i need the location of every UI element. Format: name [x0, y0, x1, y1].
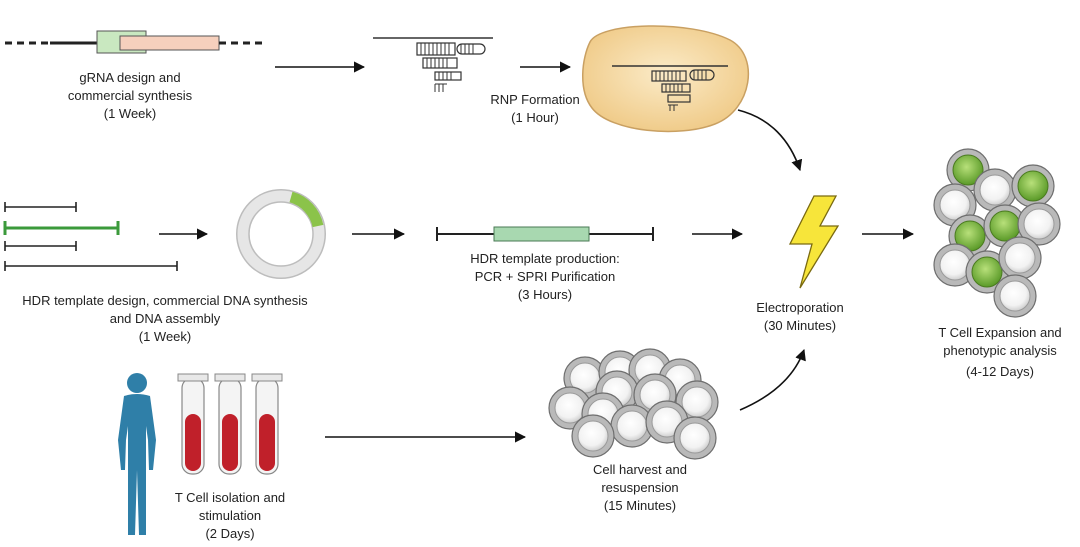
blood-tubes-icon [177, 373, 283, 475]
hdr-production-label-line2: PCR + SPRI Purification [474, 269, 616, 284]
arrow-harvest-to-electroporation [739, 348, 806, 411]
grna-duration: (1 Week) [103, 106, 157, 121]
grna-label-line2: commercial synthesis [67, 88, 193, 103]
harvest-label: Cell harvest and resuspension (15 Minute… [565, 461, 715, 515]
expanded-t-cells-icon [933, 148, 1061, 318]
expansion-label: T Cell Expansion and phenotypic analysis… [922, 324, 1078, 381]
hdr-production-duration: (3 Hours) [517, 287, 573, 302]
expansion-label-line2: phenotypic analysis [943, 343, 1057, 358]
hdr-design-label-line2: and DNA assembly [109, 311, 221, 326]
electroporation-duration: (30 Minutes) [763, 318, 837, 333]
hdr-design-duration: (1 Week) [138, 329, 192, 344]
rnp-label: RNP Formation (1 Hour) [460, 91, 610, 127]
electroporation-label: Electroporation (30 Minutes) [735, 299, 865, 335]
harvest-label-line1: Cell harvest and [593, 462, 687, 477]
harvested-cells-icon [548, 348, 719, 460]
expansion-label-line1: T Cell Expansion and [938, 325, 1062, 340]
harvest-label-line2: resuspension [601, 480, 679, 495]
expansion-duration: (4-12 Days) [966, 364, 1034, 379]
hdr-production-label-line1: HDR template production: [470, 251, 620, 266]
hdr-production-label: HDR template production: PCR + SPRI Puri… [430, 250, 660, 304]
plasmid-icon [236, 189, 326, 279]
rnp-label-line1: RNP Formation [490, 92, 580, 107]
isolation-label-line2: stimulation [198, 508, 262, 523]
arrow-rnp-to-electroporation [737, 109, 803, 172]
grna-label-line1: gRNA design and [79, 70, 181, 85]
dna-fragments-icon [3, 202, 178, 271]
electroporation-label-line1: Electroporation [756, 300, 844, 315]
harvest-duration: (15 Minutes) [603, 498, 677, 513]
hdr-template-icon [436, 226, 654, 242]
grna-construct-icon [5, 30, 262, 54]
isolation-label: T Cell isolation and stimulation (2 Days… [150, 489, 310, 543]
human-figure-icon [118, 373, 156, 535]
rna-structure-icon [373, 37, 493, 92]
hdr-design-label: HDR template design, commercial DNA synt… [0, 292, 330, 346]
isolation-label-line1: T Cell isolation and [174, 490, 286, 505]
lightning-bolt-icon [788, 195, 840, 289]
rnp-duration: (1 Hour) [511, 110, 559, 125]
hdr-design-label-line1: HDR template design, commercial DNA synt… [22, 293, 308, 308]
rnp-complex-icon [582, 25, 750, 133]
isolation-duration: (2 Days) [205, 526, 255, 541]
grna-label: gRNA design and commercial synthesis (1 … [20, 69, 240, 123]
